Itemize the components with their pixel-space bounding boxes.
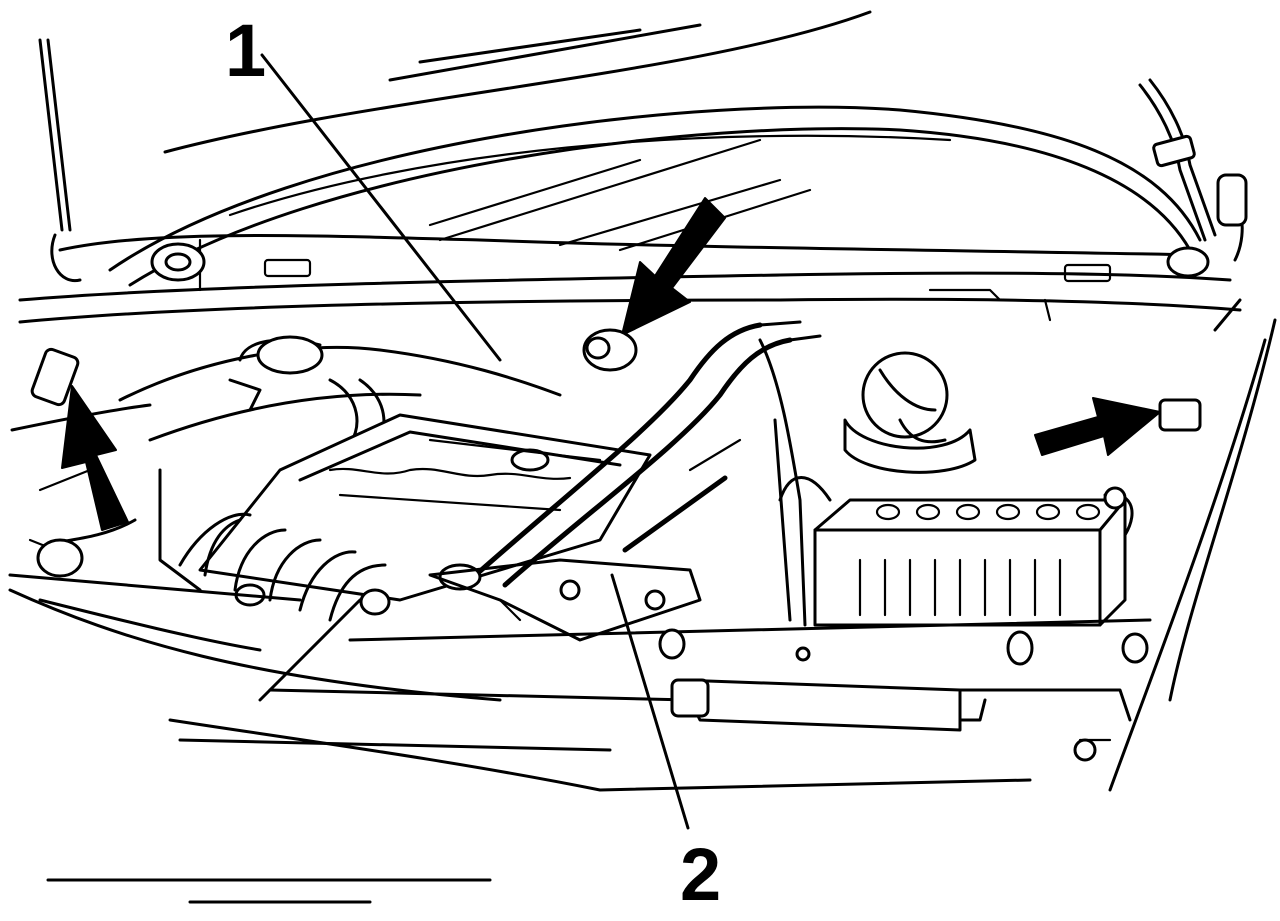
- bottom-rule: [46, 878, 492, 904]
- front-crossmember: [168, 598, 1152, 792]
- hood-hinges: [38, 38, 1248, 283]
- engine: [36, 335, 652, 622]
- open-hood: [108, 10, 1202, 287]
- leader-line-2: [610, 573, 690, 830]
- right-fender: [1108, 298, 1277, 792]
- callout-2: 2: [680, 833, 721, 916]
- leader-lines: [260, 53, 690, 830]
- leader-line-1: [260, 53, 502, 362]
- arrows: [30, 197, 1161, 531]
- callout-1: 1: [225, 9, 266, 92]
- arrow-left-up: [61, 385, 129, 531]
- battery-area: [758, 338, 1134, 627]
- left-fender: [8, 403, 502, 702]
- arrow-top-center: [621, 197, 726, 336]
- battery-cells: [875, 503, 1101, 521]
- strut-brace: [428, 320, 822, 642]
- arrow-right: [1034, 397, 1161, 456]
- scuttle-panel: [18, 234, 1242, 324]
